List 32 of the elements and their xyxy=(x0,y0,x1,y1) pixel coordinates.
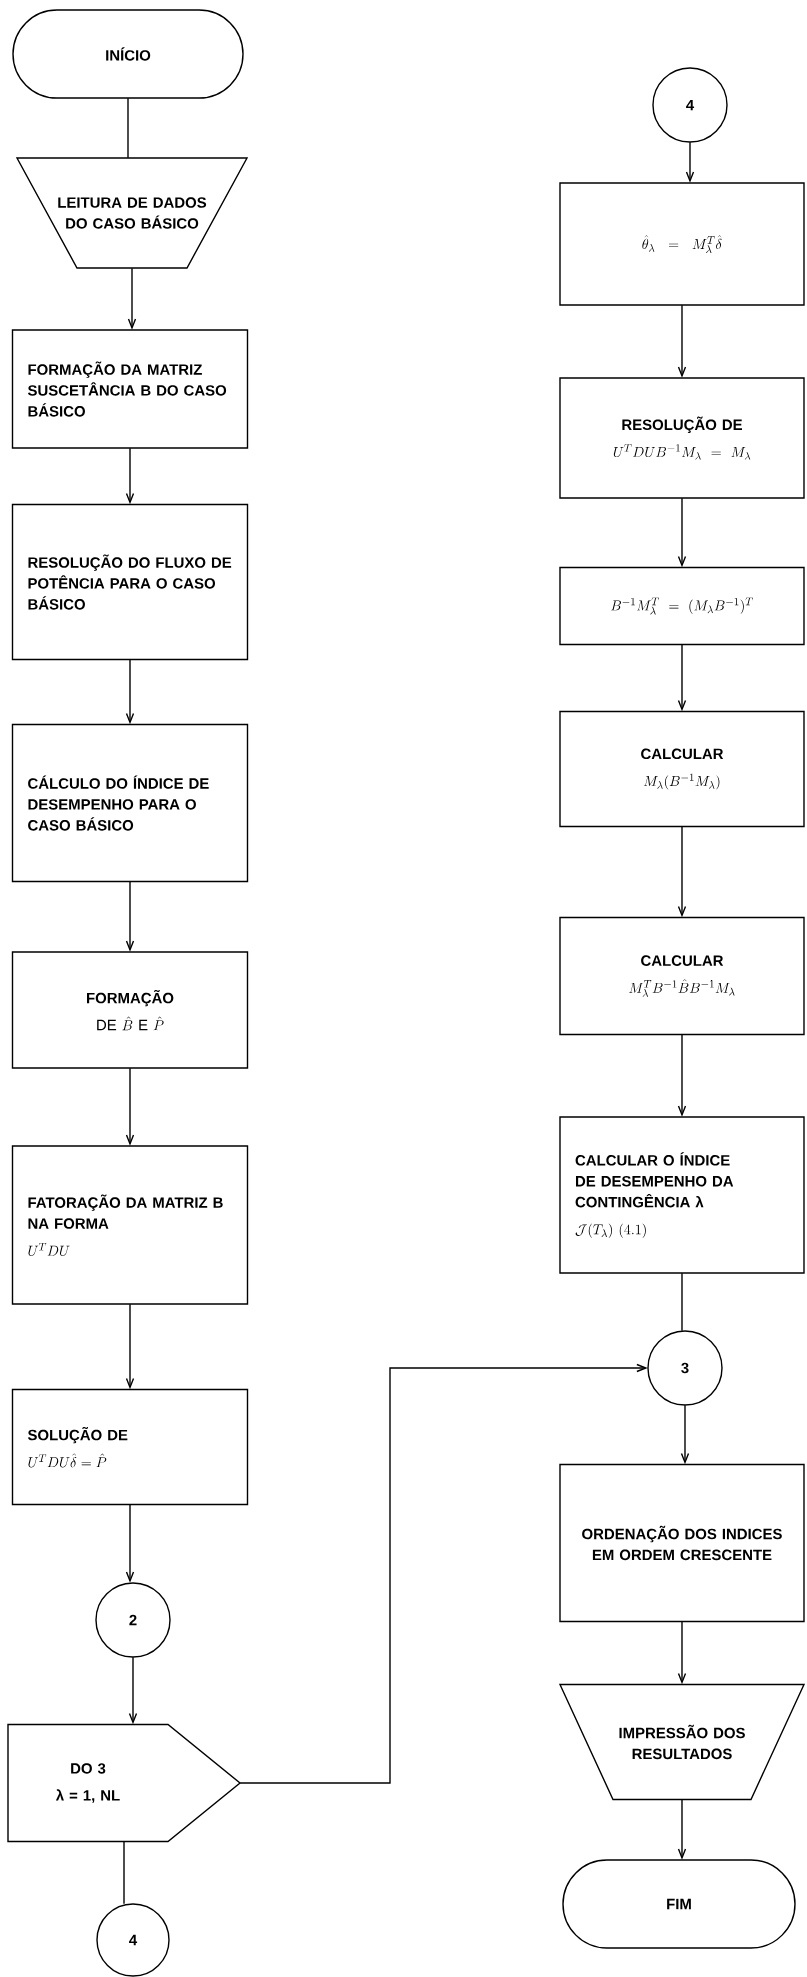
arrow xyxy=(125,881,135,952)
process-box: RESOLUÇÃO DE $U^{T} D U B^{-1} M_{\lambda} = M_{\lambda}$ xyxy=(559,377,805,499)
arrow xyxy=(125,1303,135,1390)
process-box: RESOLUÇÃO DO FLUXO DE POTÊNCIA PARA O CASO BÁSICO xyxy=(11,503,249,661)
arrow xyxy=(125,1067,135,1146)
arrow xyxy=(677,1621,687,1685)
arrow xyxy=(677,1034,687,1117)
arrow xyxy=(677,826,687,918)
arrow xyxy=(127,267,137,330)
arrow xyxy=(677,644,687,712)
process-box: FATORAÇÃO DA MATRIZ B NA FORMA $U^{T} D U$ xyxy=(11,1145,249,1305)
process-box: CALCULAR O ÍNDICE DE DESEMPENHO DA CONTINGÊNCIA λ $\mathcal{J}(T_{\lambda})\ (4.1)$ xyxy=(559,1116,805,1274)
arrow xyxy=(680,1404,690,1465)
process-box: SOLUÇÃO DE $U^{T} D U \hat{\delta} = \hat{P}$ xyxy=(11,1388,249,1506)
arrow xyxy=(125,1504,135,1583)
process-box: FORMAÇÃO DA MATRIZ SUSCETÂNCIA B DO CASO BÁSICO xyxy=(11,329,249,449)
arrow xyxy=(128,1656,138,1725)
arrow xyxy=(677,304,687,378)
arrow xyxy=(677,497,687,568)
process-box: CÁLCULO DO ÍNDICE DE DESEMPENHO PARA O CASO BÁSICO xyxy=(11,723,249,883)
arrow xyxy=(685,141,695,183)
process-box: ORDENAÇÃO DOS INDICES EM ORDEM CRESCENTE xyxy=(559,1463,805,1623)
arrow xyxy=(677,1799,687,1860)
arrow xyxy=(125,659,135,725)
process-box: CALCULAR $M_{\lambda}^{T} B^{-1} \hat{B} B^{-1} M_{\lambda}$ xyxy=(559,916,805,1036)
process-box: $\hat{\theta}_{\lambda} = M_{\lambda}^{T} \hat{\delta}$ xyxy=(559,182,805,306)
process-box: FORMAÇÃO $\mathrm{DE}\ \hat{B}\ \mathrm{E}\ \hat{P}$ xyxy=(11,951,249,1069)
arrow xyxy=(239,1363,648,1784)
process-box: $B^{-1} M_{\lambda}^{T} = (M_{\lambda} B^{-1})^{T}$ xyxy=(559,566,805,646)
arrow xyxy=(125,447,135,505)
process-box: CALCULAR $M_{\lambda} (B^{-1} M_{\lambda})$ xyxy=(559,710,805,828)
loop-block: DO 3 λ = 1, NL xyxy=(7,1723,242,1843)
